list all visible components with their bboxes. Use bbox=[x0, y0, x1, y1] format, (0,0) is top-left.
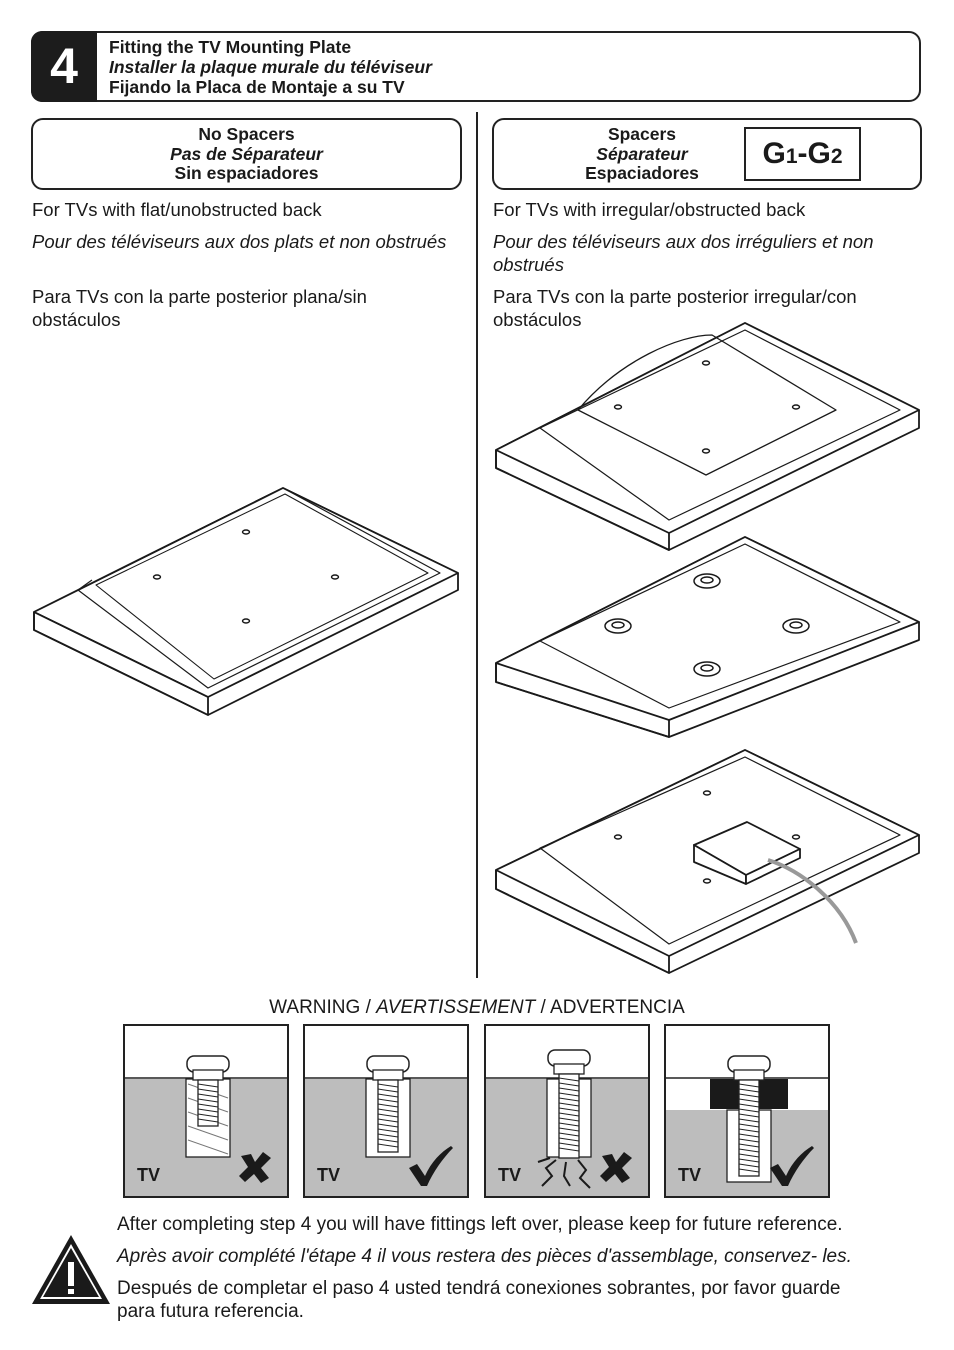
step-title-fr: Installer la plaque murale du téléviseur bbox=[109, 57, 432, 77]
tv-label: TV bbox=[137, 1165, 161, 1185]
tv-label: TV bbox=[678, 1165, 702, 1185]
left-desc-en: For TVs with flat/unobstructed back bbox=[32, 199, 322, 220]
spacers-title-fr: Séparateur bbox=[596, 144, 688, 164]
footer-note-es: Después de completar el paso 4 usted ten… bbox=[117, 1278, 841, 1322]
no-spacers-header: No Spacers Pas de Séparateur Sin espacia… bbox=[31, 118, 462, 190]
screw-hole bbox=[241, 529, 251, 535]
step-title-es: Fijando la Placa de Montaje a su TV bbox=[109, 77, 405, 97]
warning-panel-3: TV bbox=[484, 1024, 650, 1198]
left-desc-es: Para TVs con la parte posterior plana/si… bbox=[32, 286, 367, 330]
screw-hole bbox=[241, 618, 251, 624]
crack-lines bbox=[537, 1157, 591, 1189]
cross-icon bbox=[239, 1152, 271, 1183]
step-title-en: Fitting the TV Mounting Plate bbox=[109, 37, 352, 57]
tv-label: TV bbox=[317, 1165, 341, 1185]
no-spacers-title-fr: Pas de Séparateur bbox=[170, 144, 323, 164]
warning-panel-1: TV bbox=[123, 1024, 289, 1198]
cable bbox=[767, 858, 858, 944]
check-icon bbox=[409, 1146, 453, 1186]
warning-triangle-icon bbox=[32, 1235, 110, 1304]
left-desc-fr: Pour des téléviseurs aux dos plats et no… bbox=[32, 231, 447, 252]
warning-title-en: WARNING / bbox=[269, 997, 377, 1018]
right-desc-en: For TVs with irregular/obstructed back bbox=[493, 199, 806, 220]
right-desc-es: Para TVs con la parte posterior irregula… bbox=[493, 286, 857, 330]
right-desc-fr: Pour des téléviseurs aux dos irréguliers… bbox=[493, 231, 874, 275]
spacers-title-en: Spacers bbox=[607, 124, 677, 144]
step-number: 4 bbox=[31, 31, 97, 102]
warning-title: WARNING / AVERTISSEMENT / ADVERTENCIA bbox=[0, 996, 954, 1020]
screw-hole bbox=[330, 574, 340, 580]
footer-note-fr: Après avoir complété l'étape 4 il vous r… bbox=[117, 1246, 852, 1267]
warning-title-es: / ADVERTENCIA bbox=[535, 997, 685, 1018]
spacers-header: Spacers Séparateur Espaciadores bbox=[492, 118, 922, 190]
screw-hole bbox=[152, 574, 162, 580]
tv-label: TV bbox=[498, 1165, 522, 1185]
warning-title-fr: AVERTISSEMENT bbox=[376, 997, 536, 1018]
part-label-g1-g2: G1-G2 bbox=[744, 127, 861, 181]
footer-note-en: After completing step 4 you will have fi… bbox=[117, 1214, 843, 1235]
spacers-title-es: Espaciadores bbox=[585, 163, 699, 183]
cross-icon bbox=[600, 1152, 632, 1183]
check-icon bbox=[770, 1146, 814, 1186]
no-spacers-title-en: No Spacers bbox=[198, 124, 295, 144]
warning-panel-4: TV bbox=[664, 1024, 830, 1198]
column-divider bbox=[476, 112, 478, 978]
warning-panel-2: TV bbox=[303, 1024, 469, 1198]
no-spacers-title-es: Sin espaciadores bbox=[174, 163, 319, 183]
